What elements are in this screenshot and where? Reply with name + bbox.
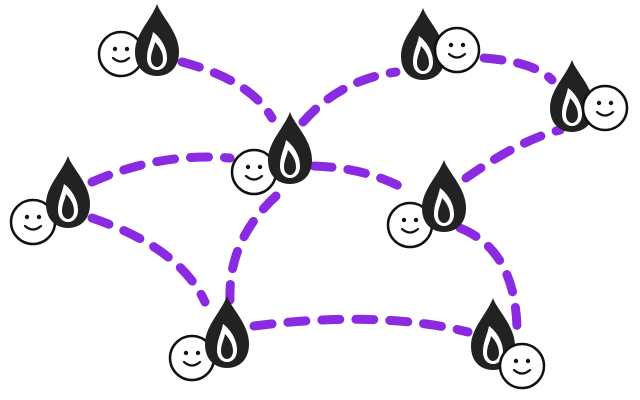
edge-node-d-node-f	[309, 161, 415, 197]
edge-node-e-node-d	[87, 152, 235, 187]
nodes-layer	[9, 4, 629, 390]
edge-node-e-node-g	[87, 213, 210, 307]
node-a	[97, 4, 179, 78]
edge-node-f-node-c	[461, 125, 565, 183]
edge-node-f-node-h	[455, 223, 522, 333]
smiley-face-icon	[498, 342, 546, 390]
flame-icon	[422, 160, 466, 232]
node-e	[9, 156, 90, 246]
flame-icon	[46, 156, 90, 228]
flame-icon	[205, 296, 249, 368]
node-c	[550, 60, 629, 132]
node-f	[386, 160, 466, 249]
edge-node-a-node-d	[177, 57, 277, 123]
smiley-face-icon	[433, 26, 481, 74]
edge-node-d-node-b	[298, 67, 401, 127]
edge-node-g-node-h	[249, 314, 473, 337]
smiley-face-icon	[581, 84, 629, 132]
node-b	[401, 8, 481, 80]
node-h	[471, 298, 546, 390]
edges-layer	[87, 53, 565, 337]
edge-node-d-node-g	[225, 191, 281, 305]
node-g	[168, 296, 249, 382]
flame-icon	[135, 4, 179, 76]
edge-node-b-node-c	[479, 53, 557, 85]
